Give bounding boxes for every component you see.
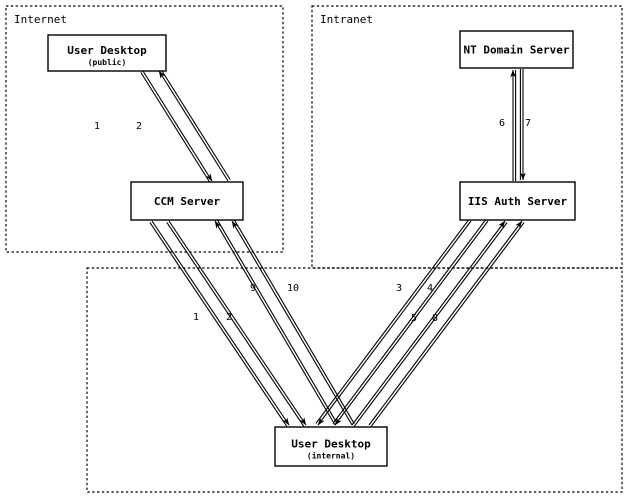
flow-arrow-7-nt-domain-server-to-iis-auth-server [519, 69, 526, 181]
node-nt-domain-server: NT Domain Server [459, 30, 574, 69]
flow-line-secondary [353, 222, 508, 427]
flow-step-label-5: 5 [411, 313, 417, 324]
flow-line-primary [142, 70, 213, 182]
zone-label-internet: Internet [14, 13, 67, 26]
flow-arrow-6-iis-auth-server-to-nt-domain-server [510, 69, 517, 181]
node-user-desktop-public: User Desktop(public) [47, 34, 167, 72]
flow-arrow-3-iis-auth-server-to-user-desktop-internal [315, 219, 472, 426]
node-box-user-desktop-internal [274, 426, 388, 467]
node-iis-auth-server: IIS Auth Server [459, 181, 576, 221]
flow-line-primary [214, 220, 336, 426]
flow-line-secondary [332, 219, 487, 424]
flow-step-label-7: 7 [525, 118, 531, 129]
node-title-user-desktop-internal: User Desktop [291, 438, 371, 451]
node-user-desktop-internal: User Desktop(internal) [274, 426, 388, 467]
flow-line-secondary [140, 72, 211, 183]
flow-line-primary [158, 70, 229, 182]
flow-line-primary [168, 220, 307, 426]
flow-step-label-9: 9 [250, 283, 256, 294]
flow-step-label-2: 2 [226, 312, 232, 323]
flow-line-secondary [370, 222, 525, 427]
zone-label-intranet: Intranet [320, 13, 373, 26]
flow-line-secondary [216, 219, 338, 424]
flow-arrow-1-ccm-server-to-user-desktop-internal [149, 220, 290, 427]
flow-step-label-1: 1 [94, 121, 100, 132]
flow-line-secondary [315, 219, 470, 424]
node-box-ccm-server [130, 181, 244, 221]
flow-line-primary [351, 220, 506, 426]
flow-line-secondary [166, 222, 305, 427]
flow-arrow-1-user-desktop-public-to-ccm-server [140, 70, 213, 183]
flow-step-label-6: 6 [499, 118, 505, 129]
flow-step-label-1: 1 [193, 312, 199, 323]
node-box-iis-auth-server [459, 181, 576, 221]
node-subtitle-user-desktop-internal: (internal) [307, 451, 355, 461]
flow-arrow-4-iis-auth-server-to-user-desktop-internal [332, 219, 489, 426]
node-title-ccm-server: CCM Server [154, 195, 221, 208]
flow-line-secondary [149, 222, 288, 427]
node-title-iis-auth-server: IIS Auth Server [468, 195, 568, 208]
flow-labels-layer: 1 2 1 2 9 10 3 4 5 8 6 7 [94, 118, 531, 324]
node-title-user-desktop-public: User Desktop [67, 44, 147, 57]
flow-arrow-5-user-desktop-internal-to-iis-auth-server [351, 220, 508, 427]
flow-arrow-8-user-desktop-internal-to-iis-auth-server [368, 220, 525, 427]
node-subtitle-user-desktop-public: (public) [88, 57, 127, 67]
flow-arrow-9-user-desktop-internal-to-ccm-server [214, 219, 338, 426]
flow-line-primary [334, 220, 489, 426]
zone-internet: Internet [5, 5, 284, 253]
flow-line-secondary [160, 69, 231, 180]
flow-step-label-3: 3 [396, 283, 402, 294]
flow-arrow-2-ccm-server-to-user-desktop-public [158, 69, 231, 182]
flow-step-label-2: 2 [136, 121, 142, 132]
flows-layer [140, 69, 526, 427]
node-box-user-desktop-public [47, 34, 167, 72]
node-box-nt-domain-server [459, 30, 574, 69]
flow-arrow-10-user-desktop-internal-to-ccm-server [231, 219, 355, 426]
flow-line-primary [231, 220, 353, 426]
flow-line-secondary [233, 219, 355, 424]
flow-step-label-8: 8 [432, 313, 438, 324]
zone-boundary-internet [5, 5, 284, 253]
zones-layer: Internet Intranet [5, 5, 623, 493]
flow-step-label-10: 10 [287, 283, 299, 294]
node-title-nt-domain-server: NT Domain Server [464, 44, 570, 57]
flow-line-primary [317, 220, 472, 426]
flow-step-label-4: 4 [427, 283, 433, 294]
node-ccm-server: CCM Server [130, 181, 244, 221]
flow-arrow-2-ccm-server-to-user-desktop-internal [166, 220, 307, 427]
flow-line-primary [368, 220, 523, 426]
flow-line-primary [151, 220, 290, 426]
